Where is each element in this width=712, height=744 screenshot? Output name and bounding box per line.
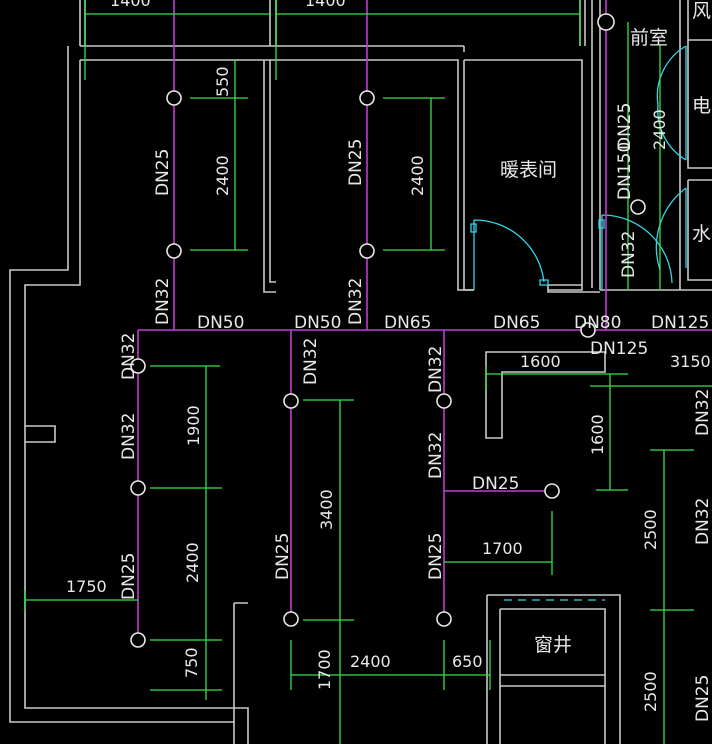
pipe-label: DN32 xyxy=(693,498,712,545)
pipe-label: DN50 xyxy=(294,313,341,333)
dimension-lines xyxy=(24,0,712,744)
pipe-label: DN25 xyxy=(426,533,446,580)
dimension-label: 1900 xyxy=(184,405,203,446)
node-7 xyxy=(580,322,596,338)
room-label-anteroom: 前室 xyxy=(630,27,668,49)
room-label-meter: 暖表间 xyxy=(500,159,557,181)
pipe-label: DN80 xyxy=(574,313,621,333)
node-12 xyxy=(283,611,299,627)
dimension-label: 1600 xyxy=(588,414,607,455)
dimension-label: 3400 xyxy=(317,489,336,530)
dimension-label: 2500 xyxy=(641,671,660,712)
dimension-label: 2400 xyxy=(213,155,232,196)
walls xyxy=(9,0,712,744)
dimension-label: 2500 xyxy=(641,509,660,550)
dimension-label: 1750 xyxy=(66,577,107,596)
room-labels: 风井 前室 电井 暖表间 水井 窗井 xyxy=(500,0,712,656)
pipe-label: DN150 xyxy=(615,142,635,200)
dimension-label: 1400 xyxy=(305,0,346,10)
room-label-water: 水井 xyxy=(692,223,712,245)
pipe-label: DN25 xyxy=(693,675,712,722)
pipe-label: DN32 xyxy=(119,333,139,380)
node-5 xyxy=(597,13,615,31)
pipe-label: DN25 xyxy=(615,103,635,150)
pipe-label: DN25 xyxy=(346,139,366,186)
dimension-label: 2400 xyxy=(408,155,427,196)
node-3 xyxy=(359,90,375,106)
pipes xyxy=(137,0,712,640)
dimension-label: 750 xyxy=(182,647,201,678)
dimension-label: 2400 xyxy=(183,542,202,583)
pipe-label: DN25 xyxy=(153,149,173,196)
dimension-label: 1700 xyxy=(482,539,523,558)
pipe-label: DN125 xyxy=(651,313,709,333)
pipe-label: DN32 xyxy=(153,278,173,325)
node-13 xyxy=(436,393,452,409)
dimension-label: 1700 xyxy=(315,649,334,690)
room-label-fan: 风井 xyxy=(692,0,712,22)
pipe-labels: DN25 DN32 DN25 DN32 DN25 DN150 DN32 DN50… xyxy=(119,103,712,722)
dimension-label: 550 xyxy=(213,66,232,97)
pipe-label: DN25 xyxy=(119,553,139,600)
dimension-label: 2400 xyxy=(650,109,669,150)
pipe-label: DN32 xyxy=(119,413,139,460)
dimension-label: 650 xyxy=(452,652,483,671)
dimension-label: 1600 xyxy=(520,352,561,371)
pipe-label: DN32 xyxy=(426,432,446,479)
pipe-label: DN65 xyxy=(384,313,431,333)
room-label-window-well: 窗井 xyxy=(534,634,572,656)
pipe-label: DN50 xyxy=(197,313,244,333)
dimension-label: 3150 xyxy=(670,352,711,371)
pipe-label: DN32 xyxy=(301,338,321,385)
doors xyxy=(470,45,687,601)
node-15 xyxy=(544,483,560,499)
pipe-label: DN32 xyxy=(426,346,446,393)
node-10 xyxy=(130,632,146,648)
pipe-label: DN125 xyxy=(590,339,648,359)
node-1 xyxy=(166,90,182,106)
dimension-labels: 1400 1400 550 2400 2400 2400 1600 3150 1… xyxy=(66,0,711,712)
pipe-label: DN25 xyxy=(273,533,293,580)
pipe-label: DN25 xyxy=(472,474,519,494)
node-4 xyxy=(359,243,375,259)
dimension-label: 1400 xyxy=(110,0,151,10)
room-label-electric: 电井 xyxy=(692,95,712,117)
node-2 xyxy=(166,243,182,259)
pipe-label: DN32 xyxy=(346,278,366,325)
pipe-label: DN65 xyxy=(493,313,540,333)
pipe-label: DN32 xyxy=(693,389,712,436)
node-9 xyxy=(130,480,146,496)
node-8 xyxy=(130,358,146,374)
pipe-label: DN32 xyxy=(619,231,639,278)
node-6 xyxy=(630,199,646,215)
dimension-label: 2400 xyxy=(350,652,391,671)
pipe-nodes xyxy=(130,13,646,648)
node-11 xyxy=(283,393,299,409)
node-14 xyxy=(436,611,452,627)
